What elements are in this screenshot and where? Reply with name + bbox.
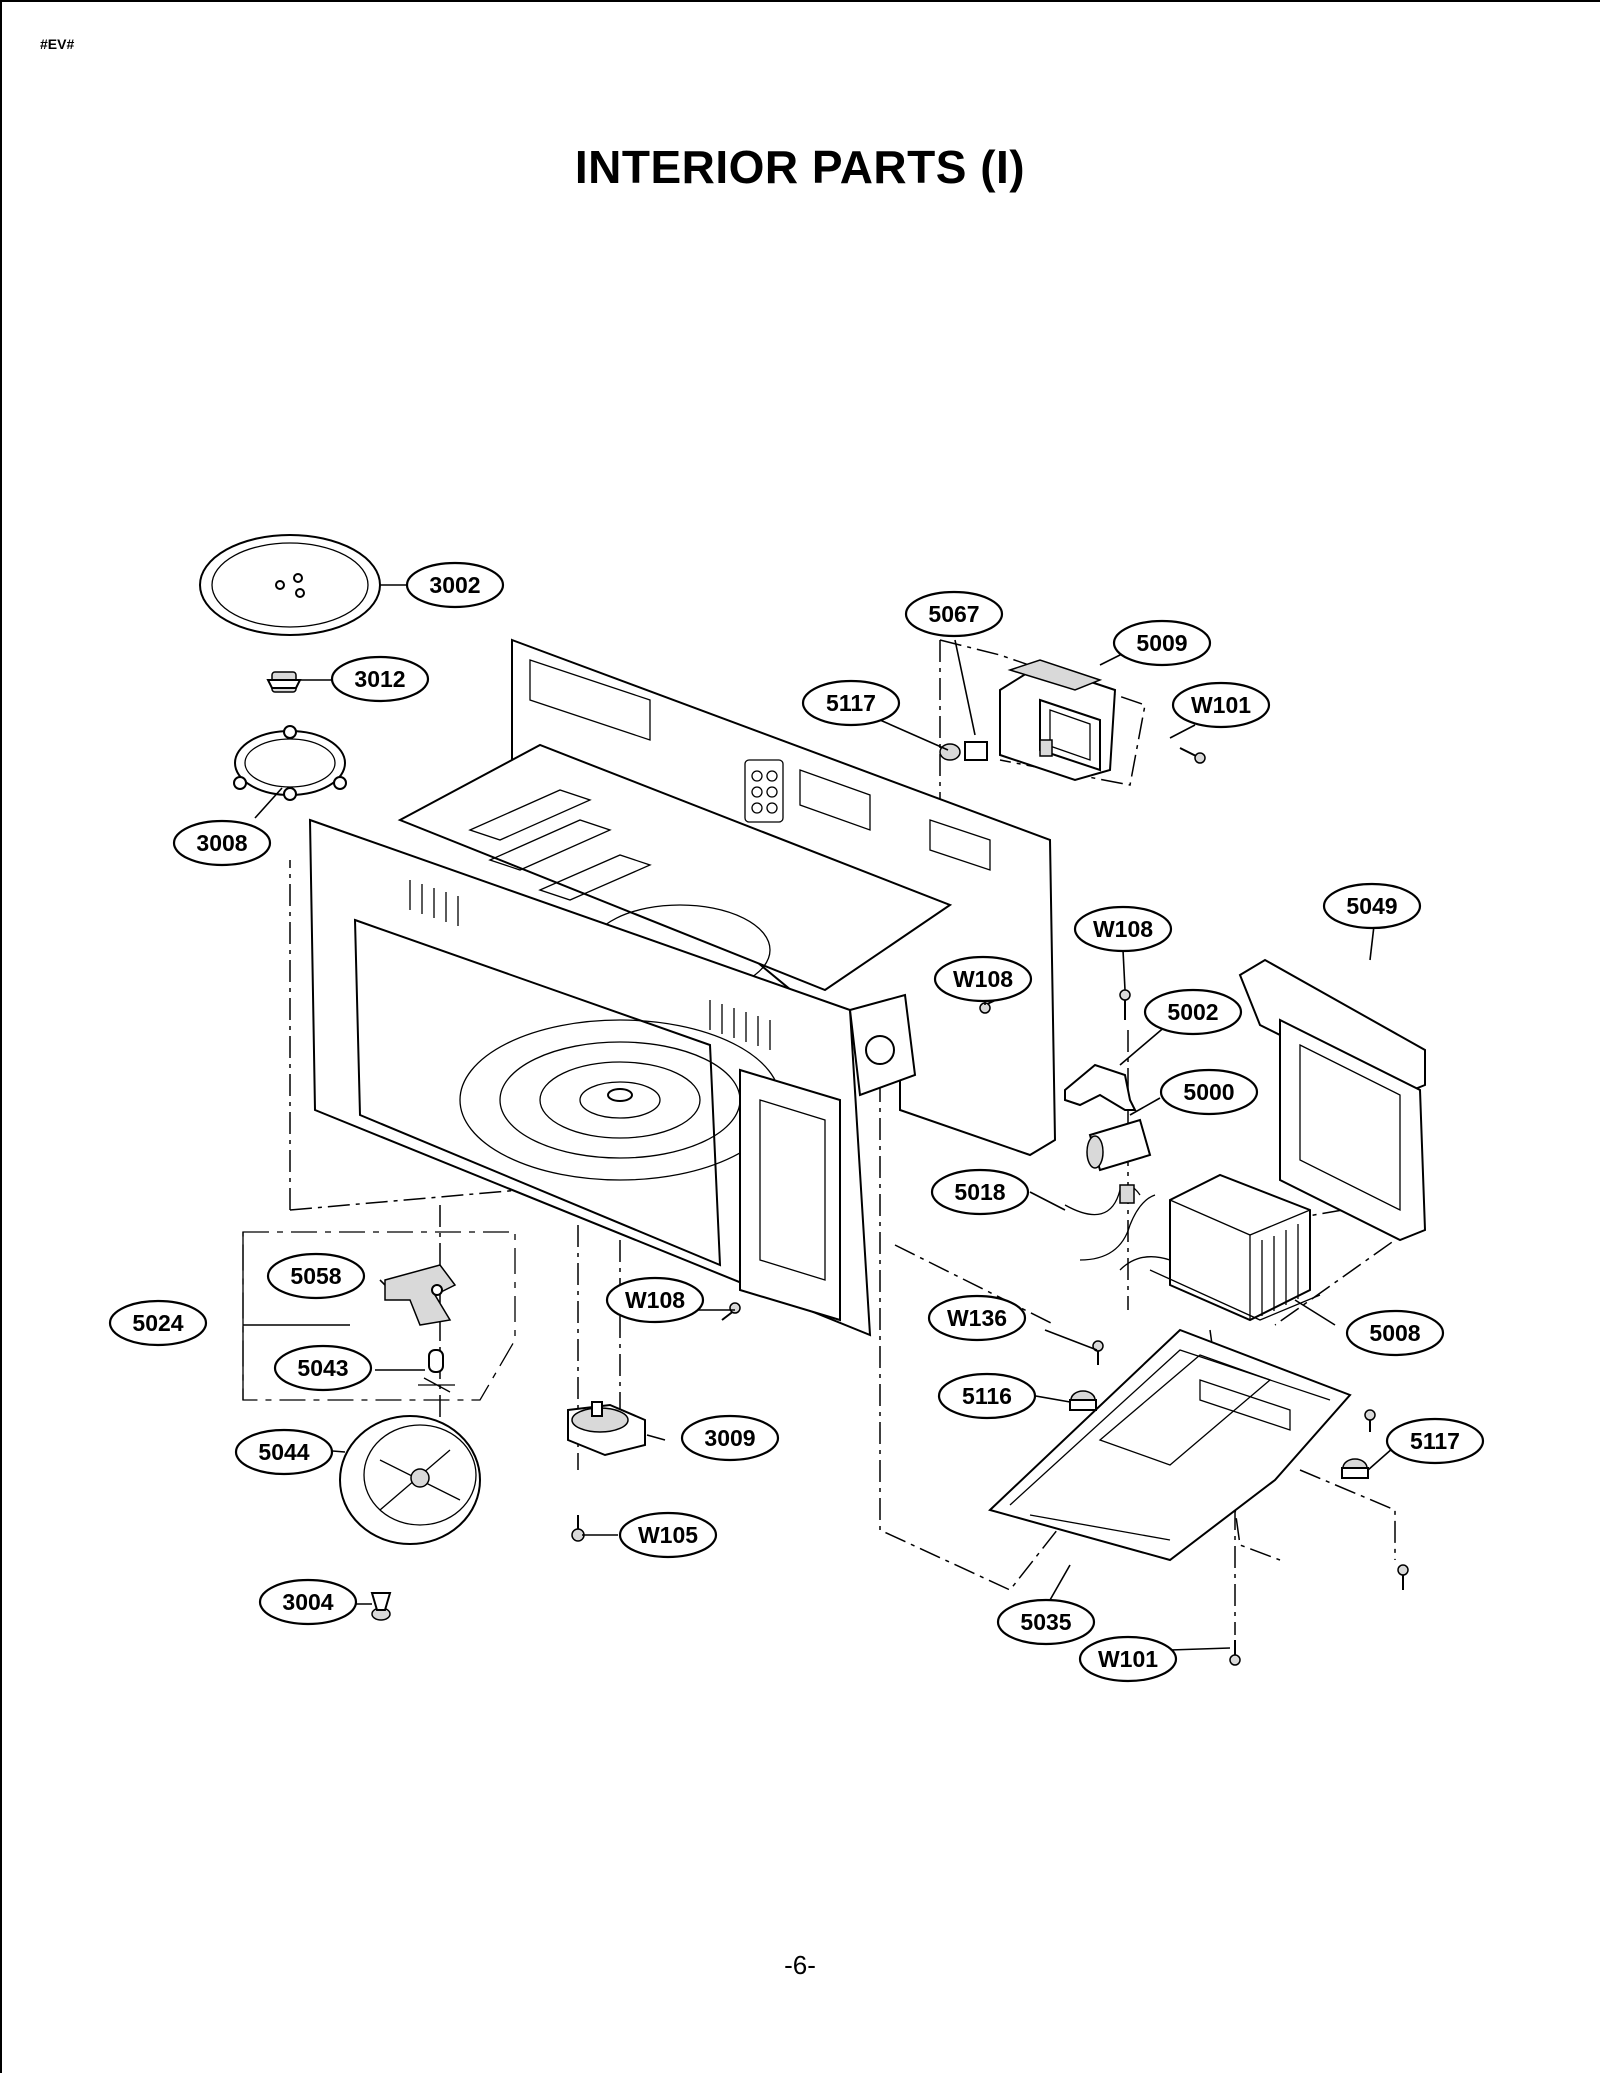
svg-text:W105: W105 [638, 1522, 698, 1548]
svg-text:5044: 5044 [258, 1439, 309, 1465]
svg-text:3002: 3002 [429, 572, 480, 598]
callout-3008: 3008 [172, 819, 272, 867]
svg-text:W101: W101 [1191, 692, 1251, 718]
svg-text:5049: 5049 [1346, 893, 1397, 919]
callout-5043: 5043 [273, 1344, 373, 1392]
svg-text:5035: 5035 [1020, 1609, 1071, 1635]
hv-capacitor [1086, 1118, 1152, 1172]
callout-W101: W101 [1171, 681, 1271, 729]
callout-5116: 5116 [937, 1372, 1037, 1420]
roller-ring [233, 725, 347, 801]
stirrer-blade [384, 1264, 457, 1326]
svg-text:5067: 5067 [928, 601, 979, 627]
callout-5044: 5044 [234, 1428, 334, 1476]
svg-text:3004: 3004 [282, 1589, 333, 1615]
document-code: #EV# [40, 36, 75, 52]
svg-text:3008: 3008 [196, 830, 247, 856]
callout-W101: W101 [1078, 1635, 1178, 1683]
callout-5000: 5000 [1159, 1068, 1259, 1116]
svg-text:3012: 3012 [354, 666, 405, 692]
callout-W108: W108 [933, 955, 1033, 1003]
thermostat-bottom [1341, 1458, 1369, 1479]
callout-5035: 5035 [996, 1598, 1096, 1646]
spacer [370, 1592, 392, 1621]
svg-text:5002: 5002 [1167, 999, 1218, 1025]
svg-text:5000: 5000 [1183, 1079, 1234, 1105]
svg-text:W101: W101 [1098, 1646, 1158, 1672]
base-plate [988, 1328, 1352, 1562]
callout-5024: 5024 [108, 1299, 208, 1347]
callout-3009: 3009 [680, 1414, 780, 1462]
callout-W105: W105 [618, 1511, 718, 1559]
callout-5002: 5002 [1143, 988, 1243, 1036]
page-title: INTERIOR PARTS (I) [574, 141, 1026, 193]
magnetron [999, 659, 1117, 782]
stirrer-cover [339, 1415, 481, 1545]
turntable-motor [567, 1401, 646, 1457]
hv-transformer [1149, 1173, 1321, 1322]
svg-text:5043: 5043 [297, 1355, 348, 1381]
callout-W108: W108 [1073, 905, 1173, 953]
stirrer-shaft [418, 1349, 455, 1393]
callout-5058: 5058 [266, 1252, 366, 1300]
svg-text:3009: 3009 [704, 1425, 755, 1451]
thermostat-top [939, 741, 988, 761]
svg-text:5018: 5018 [954, 1179, 1005, 1205]
svg-text:5116: 5116 [962, 1383, 1012, 1409]
turntable-tray [199, 534, 381, 636]
callout-5009: 5009 [1112, 619, 1212, 667]
callout-3002: 3002 [405, 561, 505, 609]
air-duct [1238, 958, 1427, 1242]
callout-5117: 5117 [1385, 1417, 1485, 1465]
coupler [266, 671, 302, 693]
svg-text:5058: 5058 [290, 1263, 341, 1289]
thermostat-5116 [1069, 1390, 1097, 1411]
svg-text:W108: W108 [625, 1287, 685, 1313]
callout-5049: 5049 [1322, 882, 1422, 930]
svg-text:5117: 5117 [1410, 1428, 1460, 1454]
callout-5117: 5117 [801, 679, 901, 727]
svg-text:5009: 5009 [1136, 630, 1187, 656]
oven-cavity [308, 638, 1057, 1337]
callout-3004: 3004 [258, 1578, 358, 1626]
callout-W136: W136 [927, 1294, 1027, 1342]
callout-5008: 5008 [1345, 1309, 1445, 1357]
svg-text:5024: 5024 [132, 1310, 183, 1336]
screws [571, 747, 1409, 1666]
capacitor-bracket [1064, 1063, 1137, 1111]
page-number: -6- [784, 1950, 816, 1980]
callout-3012: 3012 [330, 655, 430, 703]
callout-5067: 5067 [904, 590, 1004, 638]
svg-text:5008: 5008 [1369, 1320, 1420, 1346]
stirrer-group-box [242, 1231, 516, 1401]
svg-text:5117: 5117 [826, 690, 876, 716]
svg-text:W108: W108 [1093, 916, 1153, 942]
svg-text:W136: W136 [947, 1305, 1007, 1331]
callout-W108: W108 [605, 1276, 705, 1324]
callout-5018: 5018 [930, 1168, 1030, 1216]
svg-text:W108: W108 [953, 966, 1013, 992]
